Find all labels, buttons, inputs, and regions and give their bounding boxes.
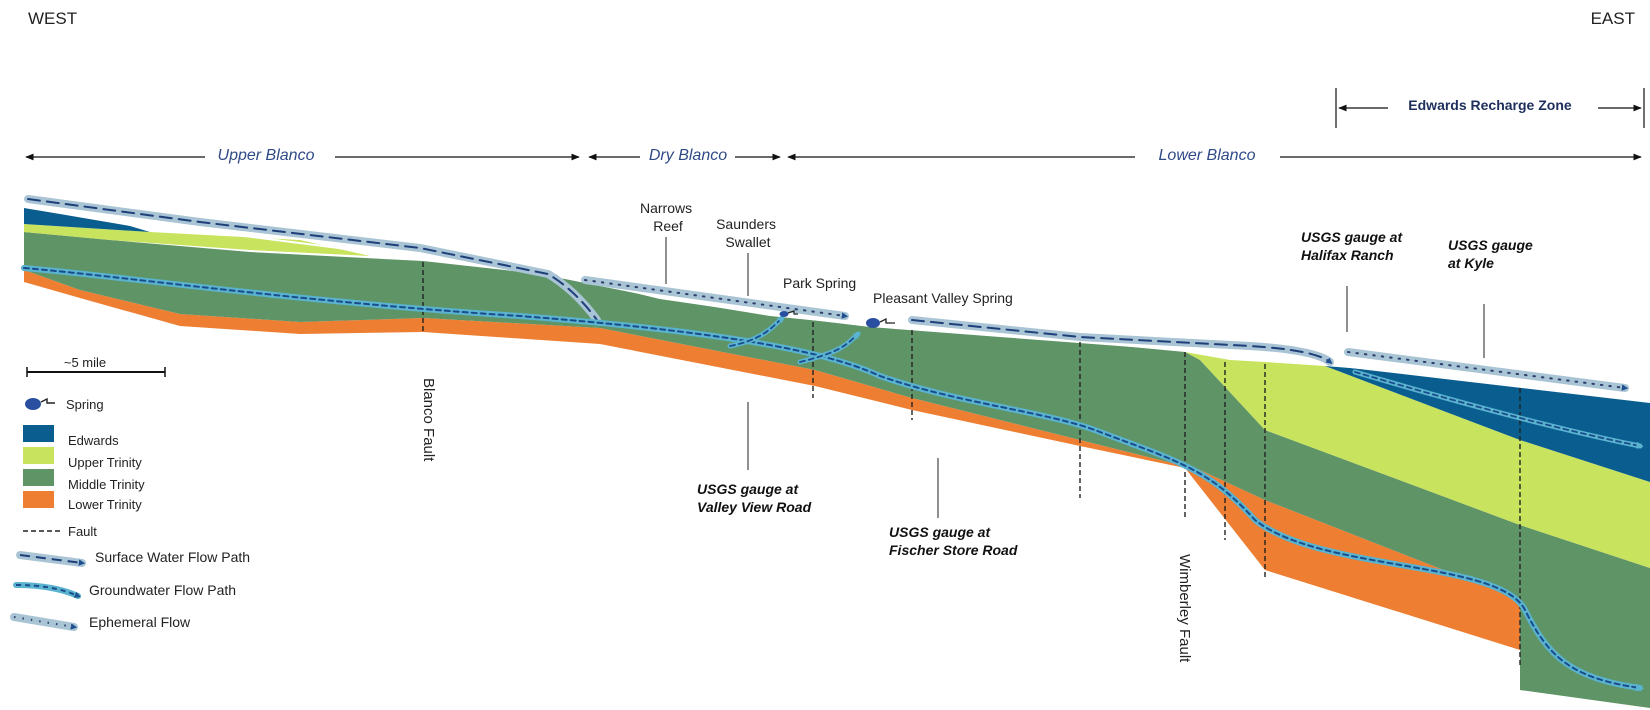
- upper-trinity-layer-east: [1185, 352, 1650, 568]
- dry-blanco-label: Dry Blanco: [649, 147, 727, 164]
- legend: Spring Edwards Upper Trinity Middle Trin…: [10, 397, 250, 631]
- middle-trinity-layer: [24, 232, 1650, 708]
- legend-ephemeral-flow: Ephemeral Flow: [10, 613, 191, 631]
- gauge-halifax-label: USGS gauge at Halifax Ranch: [1301, 229, 1406, 263]
- faults: [422, 262, 1521, 665]
- reach-spans: [25, 88, 1645, 161]
- pleasant-valley-spring-label: Pleasant Valley Spring: [873, 290, 1013, 306]
- svg-text:Surface Water Flow Path: Surface Water Flow Path: [95, 549, 250, 565]
- saunders-swallet-label: Saunders Swallet: [716, 216, 780, 250]
- scale-bar: ~5 mile: [26, 355, 166, 377]
- narrows-reef-label: Narrows Reef: [640, 200, 696, 234]
- spring-icon: [779, 310, 798, 317]
- legend-surface-flow: Surface Water Flow Path: [16, 549, 250, 567]
- gauge-kyle-label: USGS gauge at Kyle: [1448, 237, 1537, 271]
- legend-edwards: Edwards: [23, 425, 119, 448]
- svg-text:Groundwater Flow Path: Groundwater Flow Path: [89, 582, 236, 598]
- lower-blanco-label: Lower Blanco: [1159, 147, 1256, 164]
- svg-text:Spring: Spring: [66, 397, 104, 412]
- edwards-layer: [24, 208, 150, 232]
- svg-text:Fault: Fault: [68, 524, 97, 539]
- wimberley-fault-label: Wimberley Fault: [1176, 554, 1193, 663]
- legend-groundwater-flow: Groundwater Flow Path: [13, 582, 236, 599]
- surface-water-flow: [24, 195, 1334, 366]
- spring-icon: [866, 317, 895, 328]
- edwards-layer-east: [1325, 366, 1650, 482]
- spring-icon: [25, 398, 41, 410]
- legend-lower-trinity: Lower Trinity: [23, 491, 142, 512]
- upper-trinity-layer: [24, 224, 370, 256]
- svg-text:Upper Trinity: Upper Trinity: [68, 455, 142, 470]
- svg-text:Lower Trinity: Lower Trinity: [68, 497, 142, 512]
- svg-text:~5 mile: ~5 mile: [64, 355, 106, 370]
- ephemeral-flow: [581, 276, 1629, 392]
- legend-upper-trinity: Upper Trinity: [23, 447, 142, 470]
- gauge-fischer-store-label: USGS gauge at Fischer Store Road: [889, 524, 1018, 558]
- groundwater-flow: [21, 265, 1644, 692]
- park-spring-label: Park Spring: [783, 275, 856, 291]
- east-label: EAST: [1591, 9, 1635, 28]
- upper-blanco-label: Upper Blanco: [218, 147, 315, 164]
- gauge-valley-view-label: USGS gauge at Valley View Road: [697, 481, 812, 515]
- west-label: WEST: [28, 9, 77, 28]
- recharge-zone-label: Edwards Recharge Zone: [1408, 97, 1572, 113]
- geologic-layers: [23, 205, 1650, 708]
- blanco-fault-label: Blanco Fault: [420, 378, 437, 462]
- svg-text:Ephemeral Flow: Ephemeral Flow: [89, 614, 191, 630]
- svg-text:Edwards: Edwards: [68, 433, 119, 448]
- legend-fault: Fault: [23, 524, 97, 539]
- legend-middle-trinity: Middle Trinity: [23, 469, 145, 492]
- legend-spring: Spring: [25, 397, 104, 412]
- svg-text:Middle Trinity: Middle Trinity: [68, 477, 145, 492]
